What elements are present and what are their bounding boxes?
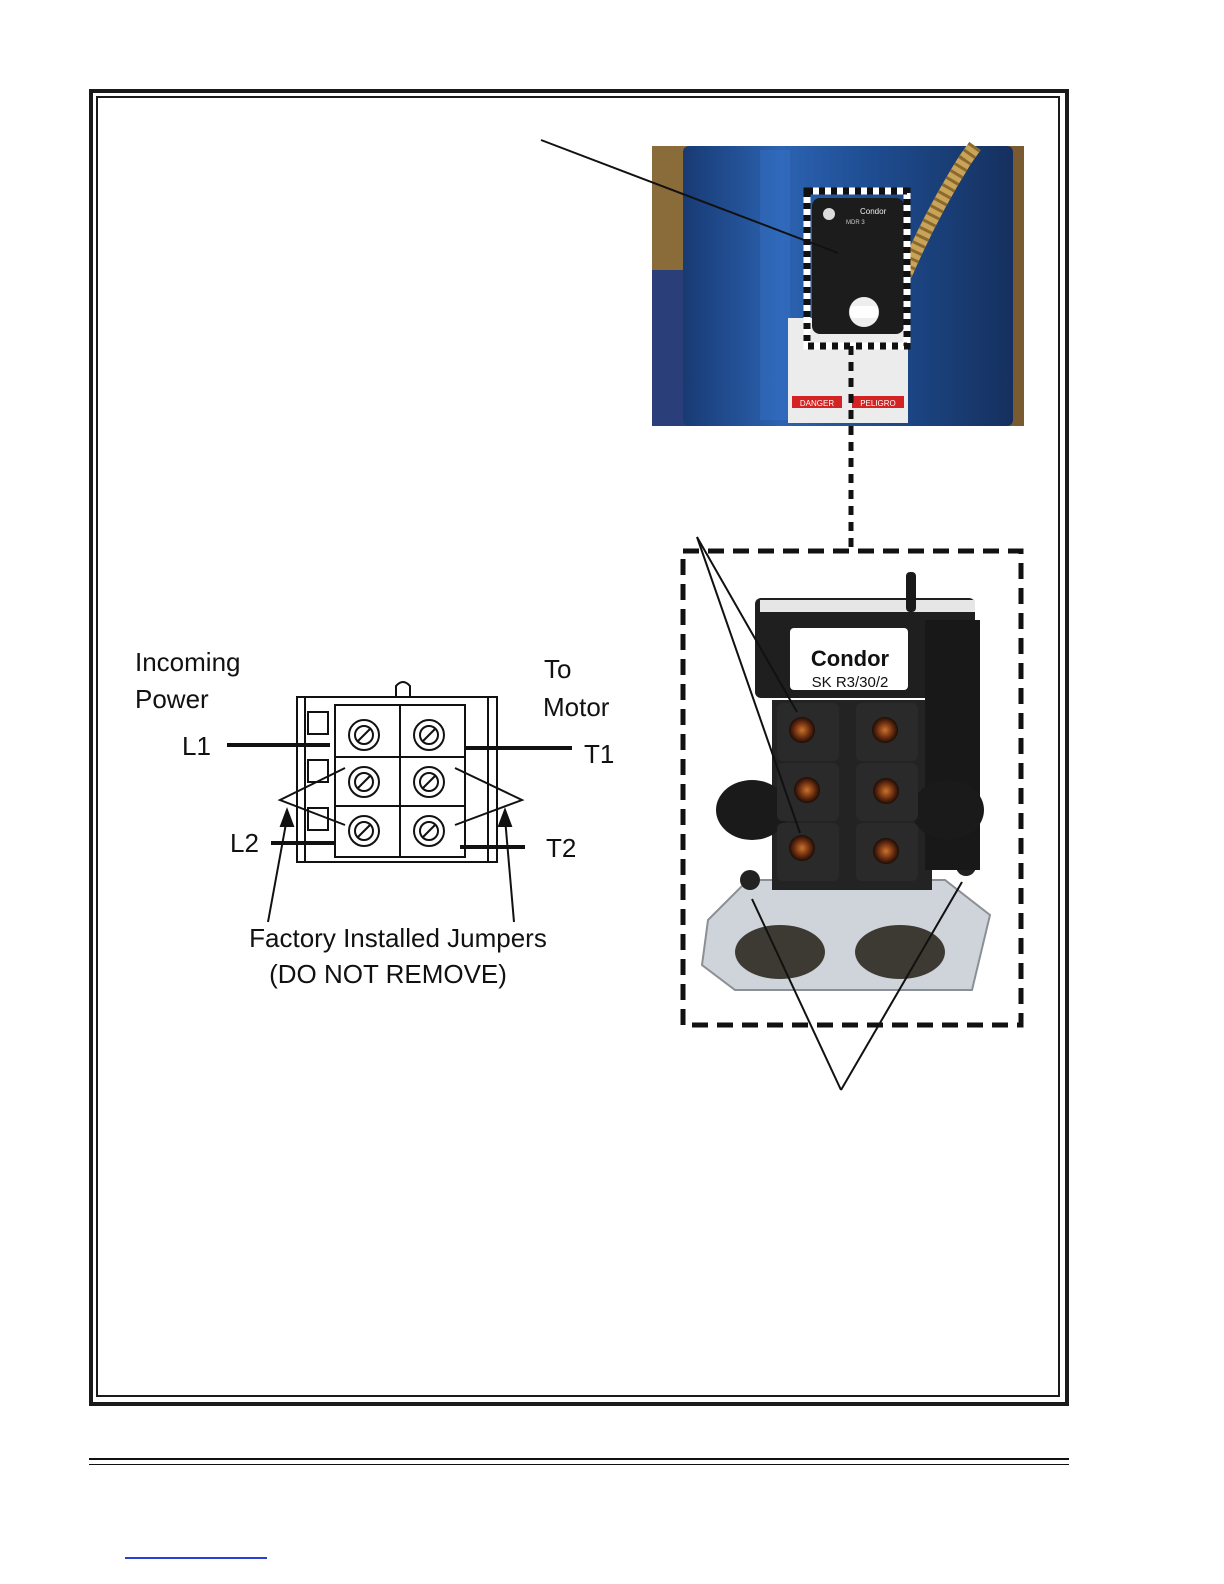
footer-rule-thin (89, 1464, 1069, 1465)
terminal-label-l1: L1 (182, 731, 211, 761)
closeup-brand: Condor (811, 646, 890, 671)
terminal-label-t2: T2 (546, 833, 576, 863)
switch-closeup-photo: Condor SK R3/30/2 (683, 551, 1021, 1025)
switch-model: MDR 3 (846, 220, 865, 226)
terminal-label-t1: T1 (584, 739, 614, 769)
footer-rule (89, 1458, 1069, 1460)
label-incoming: Incoming (135, 647, 241, 677)
label-to: To (544, 654, 571, 684)
closeup-model: SK R3/30/2 (812, 674, 889, 691)
warning-label-peligro: PELIGRO (860, 399, 896, 408)
caption-jumpers: Factory Installed Jumpers (249, 923, 547, 953)
label-motor: Motor (543, 692, 610, 722)
terminal-block-diagram (280, 682, 522, 862)
footer-link-underline[interactable] (125, 1557, 267, 1559)
terminal-label-l2: L2 (230, 828, 259, 858)
switch-brand: Condor (860, 207, 887, 216)
warning-label-danger: DANGER (800, 399, 834, 408)
caption-do-not-remove: (DO NOT REMOVE) (269, 959, 507, 989)
compressor-photo: DANGER PELIGRO Condor MDR 3 (652, 146, 1024, 426)
label-power: Power (135, 684, 209, 714)
